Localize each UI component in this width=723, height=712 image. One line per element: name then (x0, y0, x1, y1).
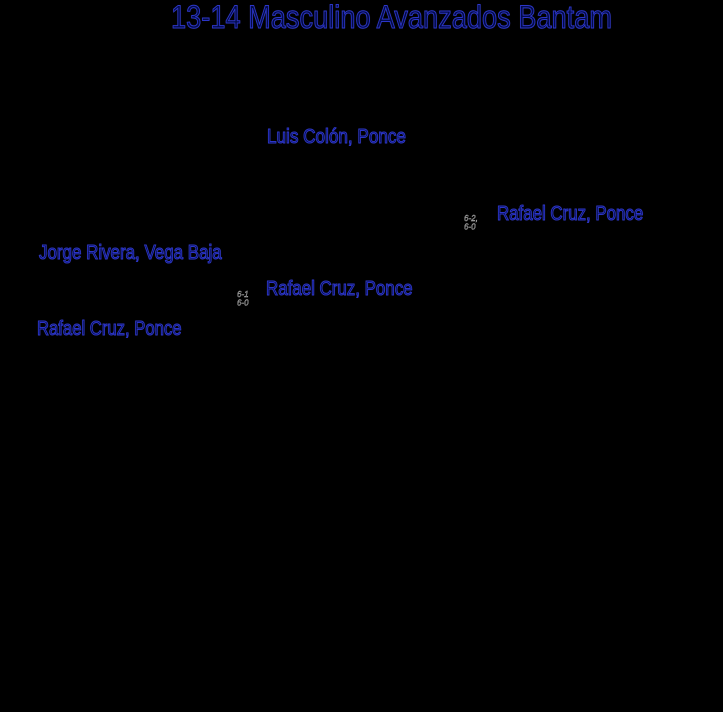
svg-text:6-0: 6-0 (464, 223, 476, 232)
svg-text:6-2,: 6-2, (464, 214, 478, 223)
svg-text:6-0: 6-0 (237, 299, 249, 308)
svg-text:6-1: 6-1 (237, 290, 249, 299)
